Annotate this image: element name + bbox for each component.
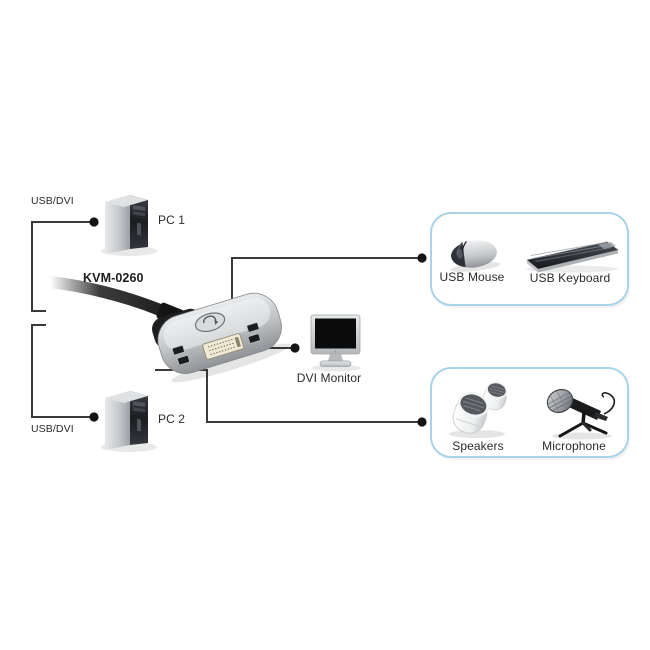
dvi-monitor-icon xyxy=(310,314,361,372)
dvi-monitor-label: DVI Monitor xyxy=(296,371,362,385)
dot-audio xyxy=(417,417,427,427)
usb-mouse-label: USB Mouse xyxy=(439,270,505,284)
usb-keyboard-icon xyxy=(526,241,619,273)
pc1-label: PC 1 xyxy=(158,213,186,227)
usb-dvi-top-label: USB/DVI xyxy=(31,195,74,207)
dot-pc2 xyxy=(89,412,99,422)
dot-pc1 xyxy=(89,217,99,227)
line-pc1 xyxy=(31,221,94,312)
dot-monitor xyxy=(290,343,300,353)
microphone-label: Microphone xyxy=(542,439,606,453)
kvm-device-label: KVM-0260 xyxy=(83,271,144,285)
usb-mouse-icon xyxy=(450,240,501,272)
line-pc2 xyxy=(31,324,94,418)
kvm-device-icon xyxy=(44,276,291,383)
usb-keyboard-label: USB Keyboard xyxy=(529,271,611,285)
usb-dvi-bottom-label: USB/DVI xyxy=(31,423,74,435)
pc1-tower-icon xyxy=(101,195,157,256)
dot-mouse-keyboard xyxy=(417,253,427,263)
pc2-tower-icon xyxy=(101,391,157,452)
microphone-icon xyxy=(546,388,616,440)
pc2-label: PC 2 xyxy=(158,412,186,426)
connector-dots xyxy=(89,217,427,427)
speakers-label: Speakers xyxy=(452,439,504,453)
speakers-icon xyxy=(449,381,508,438)
audio-box xyxy=(430,367,630,460)
